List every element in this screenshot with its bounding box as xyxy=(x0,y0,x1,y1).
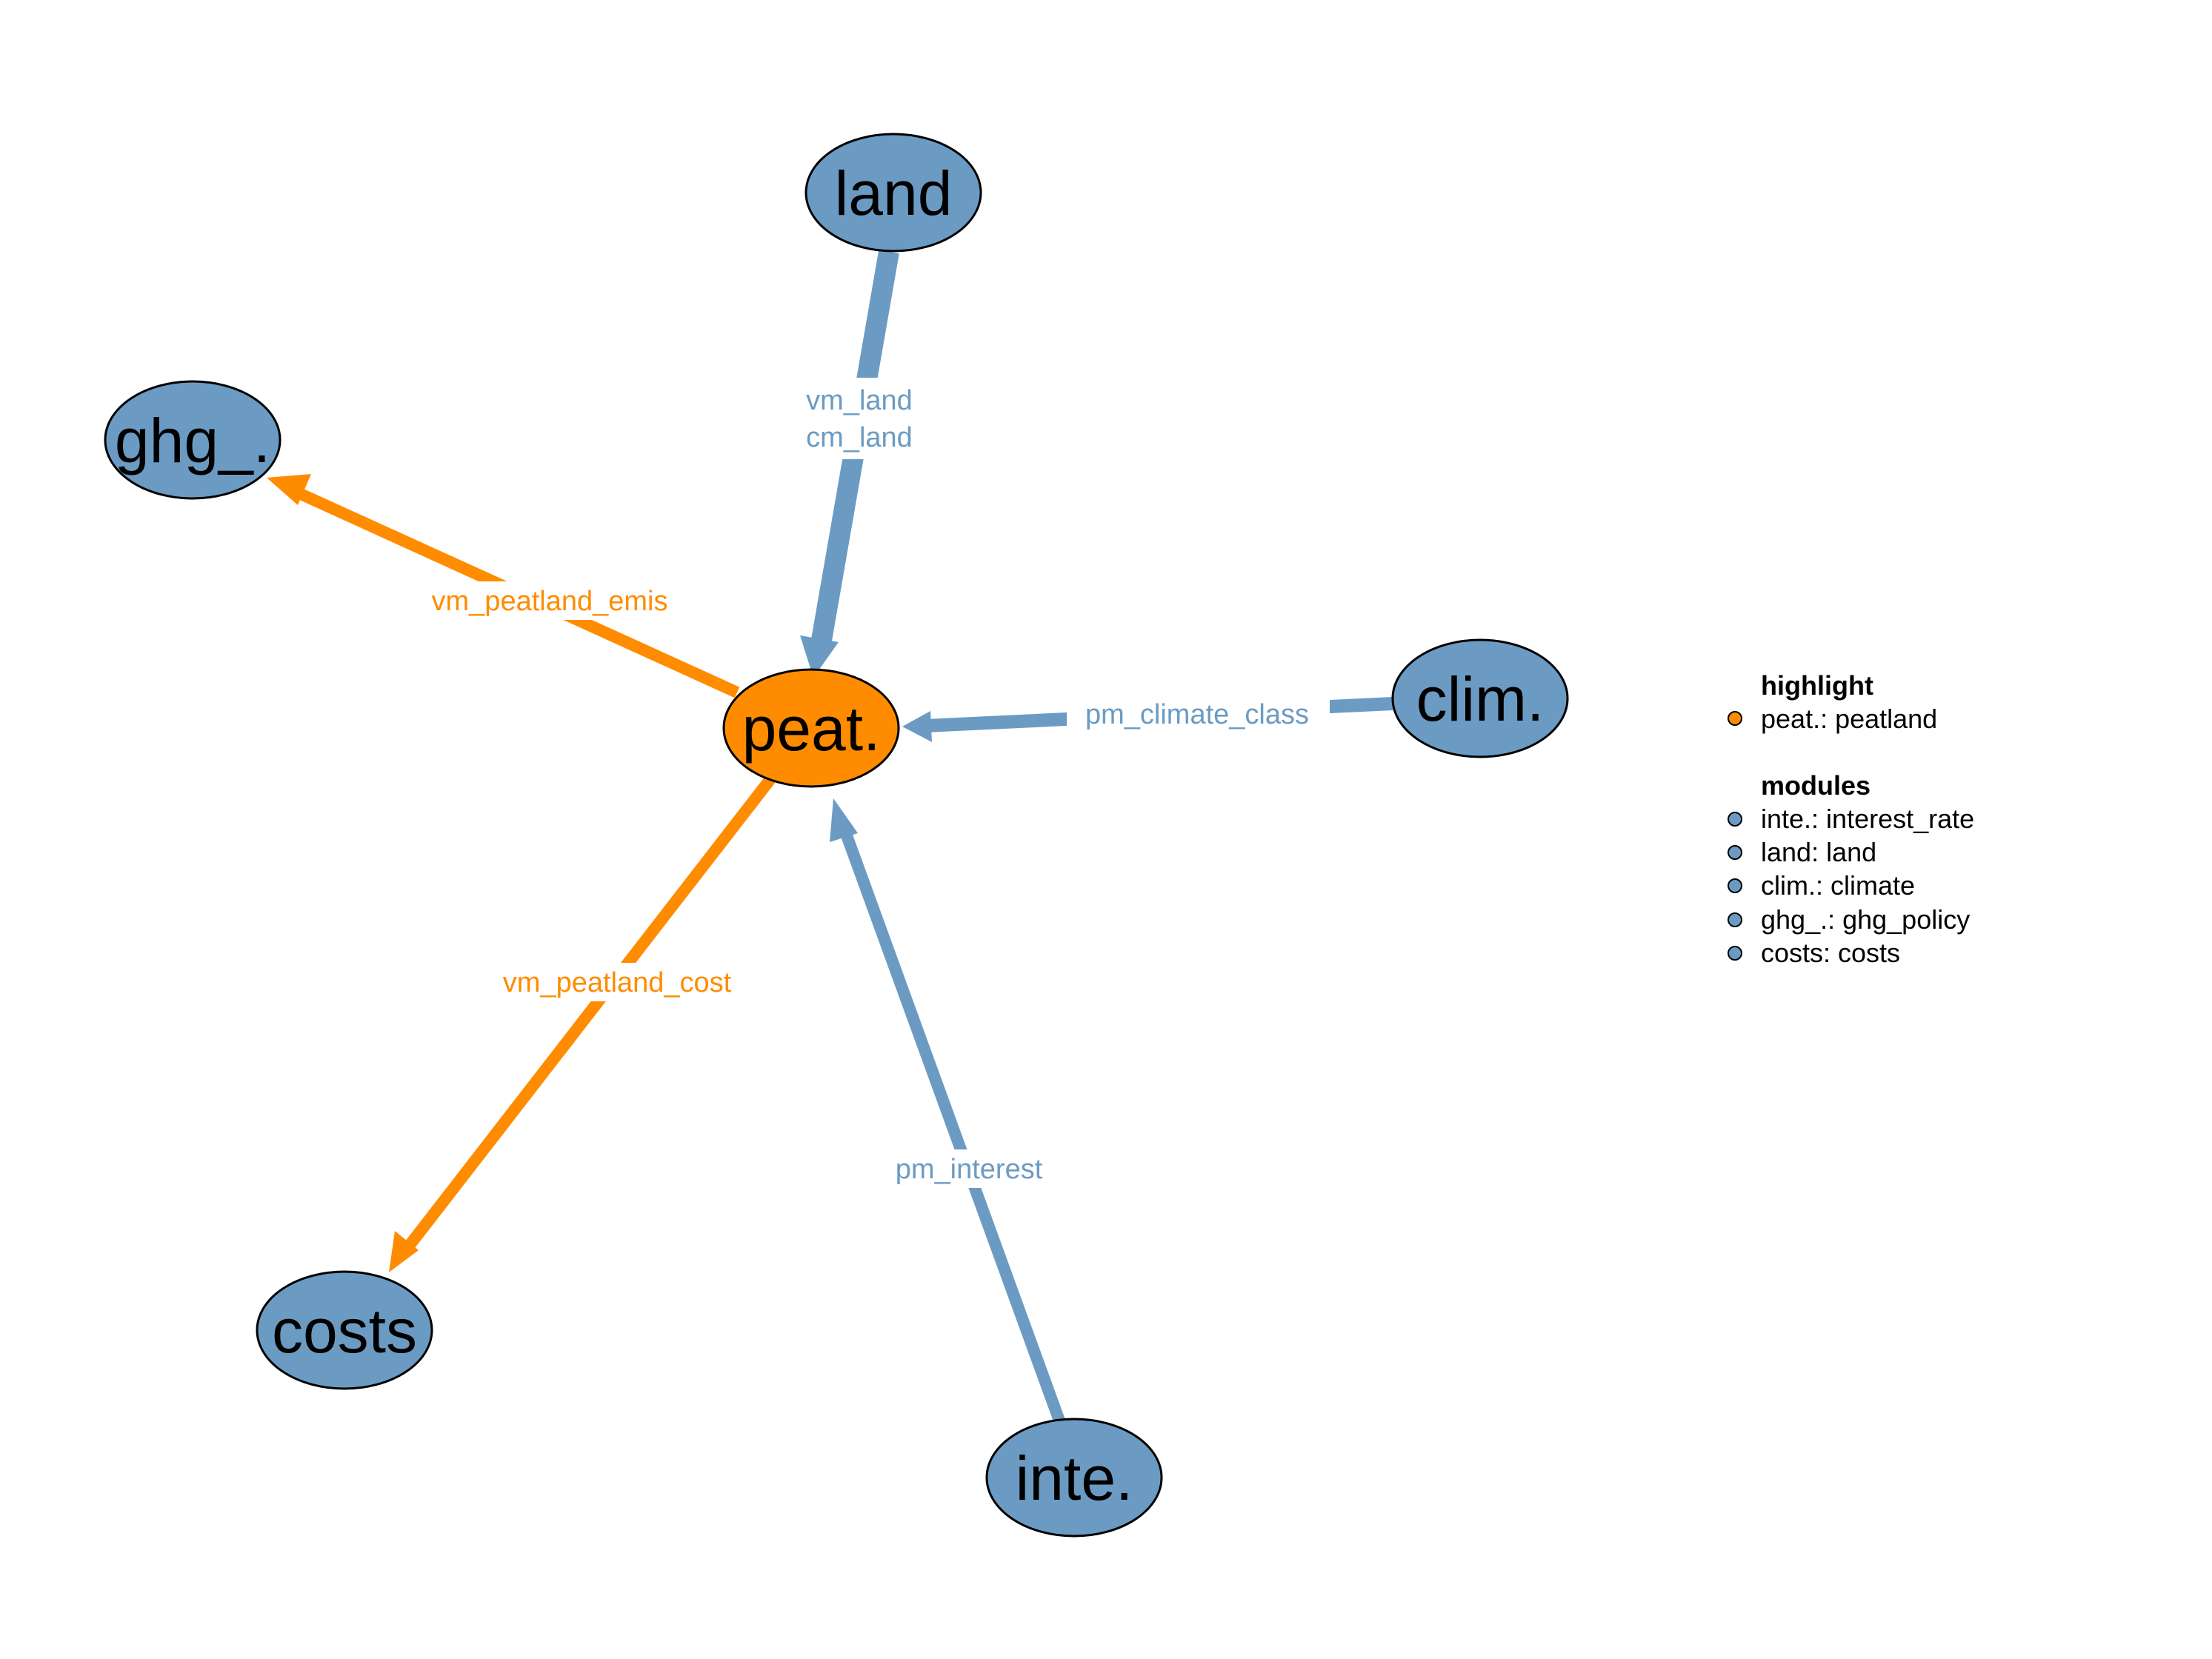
node-interest-rate[interactable]: inte. xyxy=(985,1418,1163,1538)
arrowhead-icon xyxy=(267,474,311,505)
legend-dot-costs xyxy=(1728,946,1742,961)
legend-dot-interest-rate xyxy=(1728,812,1742,827)
svg-text:inte.: inte. xyxy=(1016,1443,1133,1513)
legend-dot-ghg-policy xyxy=(1728,912,1742,927)
edge-clim-to-peat: pm_climate_class xyxy=(902,696,1393,742)
legend-heading-highlight: highlight xyxy=(1761,670,1873,701)
edge-peat-to-costs: vm_peatland_cost xyxy=(389,775,776,1272)
legend-dot-climate xyxy=(1728,878,1742,893)
legend-item-ghg-policy: ghg_.: ghg_policy xyxy=(1761,904,1970,935)
legend-item-climate: clim.: climate xyxy=(1761,870,1915,901)
legend-item-land: land: land xyxy=(1761,837,1876,867)
node-land[interactable]: land xyxy=(804,133,982,253)
edge-label-vm-land: vm_land xyxy=(806,385,913,416)
edge-inte-to-peat: pm_interest xyxy=(830,798,1065,1423)
edge-label-vm-peatland-cost: vm_peatland_cost xyxy=(503,967,732,998)
edge-land-to-peat: vm_land cm_land xyxy=(793,250,926,678)
legend-heading-modules: modules xyxy=(1761,770,1870,801)
arrowhead-icon xyxy=(830,798,858,842)
node-ghg-policy[interactable]: ghg_. xyxy=(104,380,282,500)
legend-item-costs: costs: costs xyxy=(1761,938,1900,968)
arrowhead-icon xyxy=(389,1231,419,1272)
legend-item-peatland: peat.: peatland xyxy=(1761,704,1937,734)
edge-label-cm-land: cm_land xyxy=(806,422,913,453)
edge-peat-to-ghg: vm_peatland_emis xyxy=(267,474,740,698)
edge-label-pm-climate-class: pm_climate_class xyxy=(1085,699,1309,730)
svg-text:peat.: peat. xyxy=(742,694,881,764)
svg-text:ghg_.: ghg_. xyxy=(115,406,270,475)
legend-dot-land xyxy=(1728,845,1742,860)
arrowhead-icon xyxy=(800,635,839,678)
node-climate[interactable]: clim. xyxy=(1391,638,1569,758)
node-costs[interactable]: costs xyxy=(256,1270,433,1390)
edge-label-vm-peatland-emis: vm_peatland_emis xyxy=(432,586,668,617)
legend: highlight peat.: peatland modules inte.:… xyxy=(1728,670,1974,968)
arrowhead-icon xyxy=(902,711,932,742)
edge-label-pm-interest: pm_interest xyxy=(896,1154,1043,1185)
svg-text:clim.: clim. xyxy=(1416,664,1545,734)
svg-text:land: land xyxy=(835,158,953,228)
legend-item-interest-rate: inte.: interest_rate xyxy=(1761,804,1974,834)
node-peatland[interactable]: peat. xyxy=(722,668,900,788)
svg-text:costs: costs xyxy=(272,1296,417,1366)
legend-dot-peatland xyxy=(1728,711,1742,726)
